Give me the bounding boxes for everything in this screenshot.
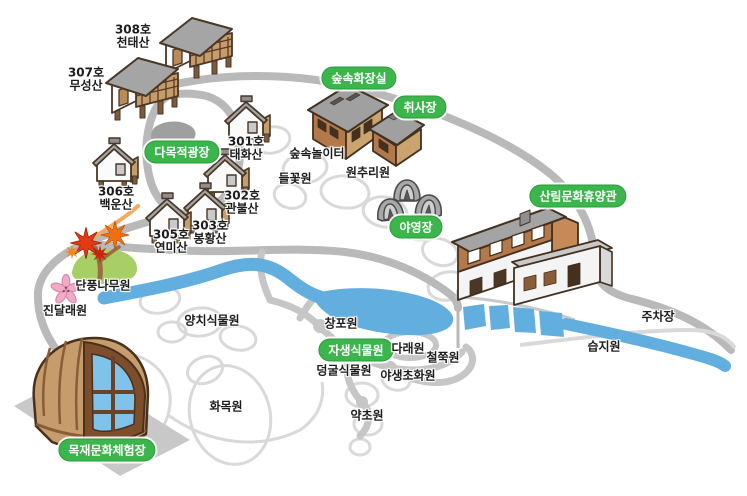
label-azalea-garden: 진달래원 bbox=[42, 303, 88, 318]
label-flowering-tree-garden: 화목원 bbox=[209, 399, 243, 414]
badge-cooking-area: 취사장 bbox=[393, 95, 447, 119]
road-mid-horizontal bbox=[81, 239, 462, 312]
label-wildflower-garden: 들꽃원 bbox=[278, 171, 312, 186]
label-parking-lot: 주차장 bbox=[641, 309, 675, 324]
label-wild-flower-herb-garden: 야생초화원 bbox=[380, 368, 436, 383]
label-royal-azalea-garden: 철쭉원 bbox=[426, 350, 460, 365]
restroom-building-icon bbox=[307, 84, 389, 160]
cookhouse-building-icon bbox=[368, 110, 425, 167]
badge-forest-culture-recreation-center: 산림문화휴양관 bbox=[529, 184, 627, 208]
label-iris-garden: 창포원 bbox=[324, 316, 358, 331]
river-east bbox=[560, 318, 731, 372]
badge-campground: 야영장 bbox=[389, 215, 443, 239]
maple-tree-icon bbox=[64, 220, 130, 281]
label-medicinal-herb-garden: 약초원 bbox=[350, 408, 384, 423]
cabin-icon-306 bbox=[92, 137, 139, 189]
wetland-cells bbox=[463, 304, 564, 337]
maple-tree-garden-mound bbox=[64, 220, 138, 285]
label-daylily-garden: 원추리원 bbox=[345, 165, 391, 180]
riverbank-line-lower bbox=[519, 327, 737, 350]
badge-forest-restroom: 숲속화장실 bbox=[321, 66, 397, 90]
badge-wood-culture-experience-center: 목재문화체험장 bbox=[58, 438, 156, 462]
label-vine-plant-garden: 덩굴식물원 bbox=[316, 363, 372, 378]
iris-pond bbox=[314, 288, 454, 336]
tent-icon-1 bbox=[393, 179, 421, 202]
badge-native-botanical-garden: 자생식물원 bbox=[318, 338, 394, 362]
label-forest-playground: 숲속놀이터 bbox=[289, 146, 345, 161]
label-fern-garden: 양치식물원 bbox=[184, 313, 240, 328]
cabin-icon-307 bbox=[105, 57, 179, 121]
road-top-main bbox=[142, 72, 735, 354]
garden-outline-blobs bbox=[99, 125, 470, 466]
wood-culture-center-building-icon bbox=[32, 336, 150, 449]
badge-multipurpose-square: 다목적광장 bbox=[144, 140, 220, 164]
recreation-center-building-icon bbox=[451, 207, 613, 306]
label-maple-tree-garden: 단풍나무원 bbox=[75, 278, 131, 293]
river-west bbox=[97, 257, 327, 305]
label-wetland-garden: 습지원 bbox=[587, 339, 621, 354]
river bbox=[97, 257, 737, 372]
label-hardy-kiwi-garden: 다래원 bbox=[391, 341, 425, 356]
